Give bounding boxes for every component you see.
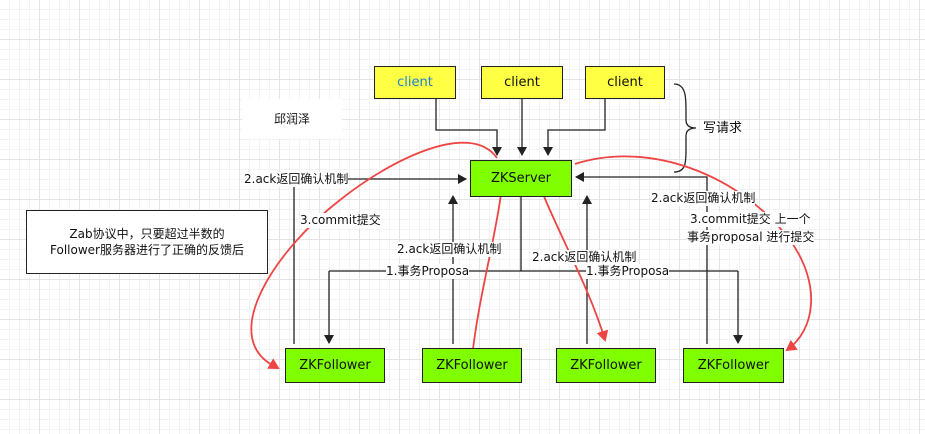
proposal-label-right: 1.事务Proposa xyxy=(586,264,670,279)
zkfollower-node-1: ZKFollower xyxy=(285,348,385,383)
ack-label-mid-2: 2.ack返回确认机制 xyxy=(532,250,637,265)
proposal-label-left: 1.事务Proposa xyxy=(386,264,470,279)
zkfollower-label-1: ZKFollower xyxy=(299,358,371,373)
ack-label-right: 2.ack返回确认机制 xyxy=(651,191,756,206)
author-text: 邱润泽 xyxy=(273,112,310,126)
zkfollower-node-2: ZKFollower xyxy=(422,348,522,383)
zab-note-text: Zab协议中，只要超过半数的Follower服务器进行了正确的反馈后 xyxy=(50,227,244,257)
commit-label-right-2: 事务proposal 进行提交 xyxy=(687,230,815,245)
zab-note: Zab协议中，只要超过半数的Follower服务器进行了正确的反馈后 xyxy=(26,210,268,274)
zkserver-node: ZKServer xyxy=(470,160,572,197)
client-to-server-lines xyxy=(435,99,606,156)
zkfollower-label-2: ZKFollower xyxy=(436,358,508,373)
commit-label-right-1: 3.commit提交 上一个 xyxy=(690,212,811,227)
write-request-label: 写请求 xyxy=(703,121,743,136)
ack-label-mid-1: 2.ack返回确认机制 xyxy=(397,242,502,257)
client-label-2: client xyxy=(504,75,540,90)
client-label-3: client xyxy=(607,75,643,90)
client-node-3: client xyxy=(585,66,665,99)
write-request-brace xyxy=(673,83,697,173)
client-node-1: client xyxy=(374,66,456,99)
zkfollower-node-4: ZKFollower xyxy=(683,348,784,383)
ack-label-left: 2.ack返回确认机制 xyxy=(244,172,349,187)
zkfollower-node-3: ZKFollower xyxy=(556,348,656,383)
zkserver-label: ZKServer xyxy=(490,171,552,186)
commit-label-left: 3.commit提交 xyxy=(300,213,381,228)
client-label-1: client xyxy=(397,75,433,90)
zkfollower-label-3: ZKFollower xyxy=(570,358,642,373)
author-label: 邱润泽 xyxy=(242,99,342,139)
zkfollower-label-4: ZKFollower xyxy=(697,358,770,373)
client-node-2: client xyxy=(481,66,563,99)
